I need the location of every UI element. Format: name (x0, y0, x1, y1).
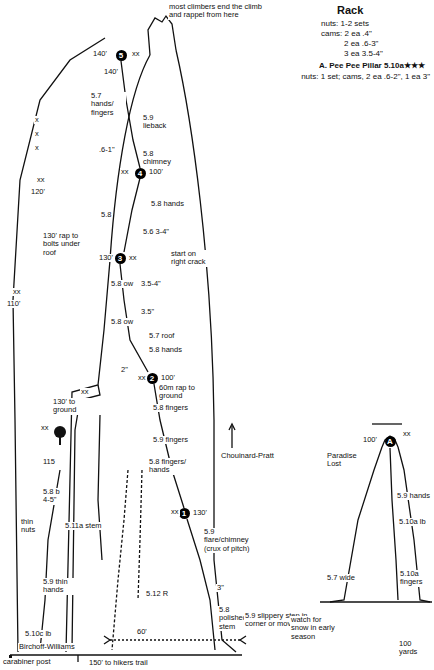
route-label: 5.8 b 4-5" (42, 488, 68, 505)
belay-station: 4 (135, 168, 146, 179)
route-label: 100' (362, 436, 378, 444)
route-label: xx (170, 508, 180, 516)
pitch-number: 1 (182, 509, 186, 518)
route-label: 130' (98, 254, 114, 262)
route-label: 5.8 fingers (152, 404, 189, 412)
pitch-number: 3 (118, 254, 122, 263)
route-label: 5.12 R (145, 590, 169, 598)
route-label: 5.8 hands (148, 346, 183, 354)
route-label: Rack (336, 4, 364, 16)
belay-station: 1 (179, 508, 190, 519)
belay-station: A (385, 436, 396, 447)
route-label: 5.8 hands (150, 200, 185, 208)
route-label: 110' (6, 300, 21, 308)
belay-station: 2 (147, 373, 158, 384)
route-label: 3 ea 3.5-4" (343, 50, 384, 59)
route-label: 5.7 wide (326, 574, 356, 582)
route-label: Birchoff-Williams (18, 643, 76, 651)
route-label: cams: 2 ea .4" (320, 30, 373, 39)
route-label: xx (402, 430, 412, 438)
route-label: 2" (120, 366, 129, 374)
route-label: 140' (92, 50, 108, 58)
route-label: A. Pee Pee Pillar 5.10a★★★ (318, 62, 426, 71)
route-label: .6-1" (98, 146, 116, 154)
route-label: 3" (216, 584, 225, 592)
route-label: 5.9 thin hands (42, 578, 76, 595)
route-label: 5.8 ow (110, 318, 134, 326)
route-label: 5.9 lieback (142, 114, 174, 131)
route-label: 5.10a lb (398, 518, 427, 526)
route-label: 130' rap to bolts under roof (42, 232, 92, 257)
route-label: x (34, 144, 40, 152)
route-label: watch for snow in early season (290, 616, 338, 641)
route-label: 5.9 fingers (152, 436, 189, 444)
pitch-number: 5 (119, 51, 123, 60)
route-label: 150' to hikers trail (88, 659, 149, 667)
route-label: 120' (30, 188, 46, 196)
route-label: 5.8 ow (110, 280, 134, 288)
route-label: 5.8 (100, 211, 112, 219)
route-label: xx (128, 254, 138, 262)
route-label: 3.5" (140, 308, 155, 316)
route-label: 130' to ground (52, 398, 92, 415)
route-label: 130' (192, 509, 208, 517)
route-label: 5.11a stem (64, 522, 103, 530)
route-label: xx (36, 176, 46, 184)
route-label: thin nuts (20, 518, 42, 535)
route-label: 5.7 hands/ fingers (90, 92, 126, 117)
route-label: x (34, 130, 40, 138)
route-label: 5.9 flare/chimney (crux of pitch) (203, 528, 261, 553)
route-label: x (34, 116, 40, 124)
pitch-number: 2 (150, 374, 154, 383)
route-label: 3.5-4" (140, 280, 162, 288)
route-label: nuts: 1 set; cams, 2 ea .6-2", 1 ea 3" (300, 73, 431, 82)
route-label: 5.7 roof (148, 332, 175, 340)
route-label: 5.9 hands (396, 492, 431, 500)
route-label: xx (131, 50, 141, 58)
belay-station: 5 (116, 50, 127, 61)
route-label: xx (12, 288, 22, 296)
route-label: xx (120, 168, 130, 176)
route-label: xx (80, 388, 90, 396)
route-label: 2 ea .6-3" (343, 40, 379, 49)
route-label: nuts: 1-2 sets (320, 20, 370, 29)
route-label: 5.10a fingers (399, 570, 431, 587)
route-label: 5.6 3-4" (142, 228, 170, 236)
route-label: 100' (148, 168, 164, 176)
route-label: xx (40, 424, 50, 432)
route-label: 140' (103, 68, 119, 76)
route-label: start on right crack (170, 250, 212, 267)
route-label: Paradise Lost (326, 452, 364, 469)
pitch-number: 4 (138, 169, 142, 178)
route-label: 115 (42, 458, 56, 466)
pitch-number: A (387, 437, 393, 446)
route-label: 60' (136, 628, 148, 636)
route-label: Chouinard-Pratt (220, 452, 275, 460)
route-label: 5.10c lb (24, 630, 52, 638)
route-label: 60m rap to ground (158, 384, 210, 401)
route-label: 5.8 chimney (142, 150, 176, 167)
belay-station: 3 (115, 253, 126, 264)
route-label: xx (137, 374, 147, 382)
route-label: 100 yards (398, 640, 424, 657)
route-label: 5.8 fingers/ hands (148, 458, 188, 475)
route-label: 100' (160, 374, 176, 382)
route-label: most climbers end the climb and rappel f… (168, 3, 265, 20)
route-label: carabiner post (2, 658, 52, 666)
